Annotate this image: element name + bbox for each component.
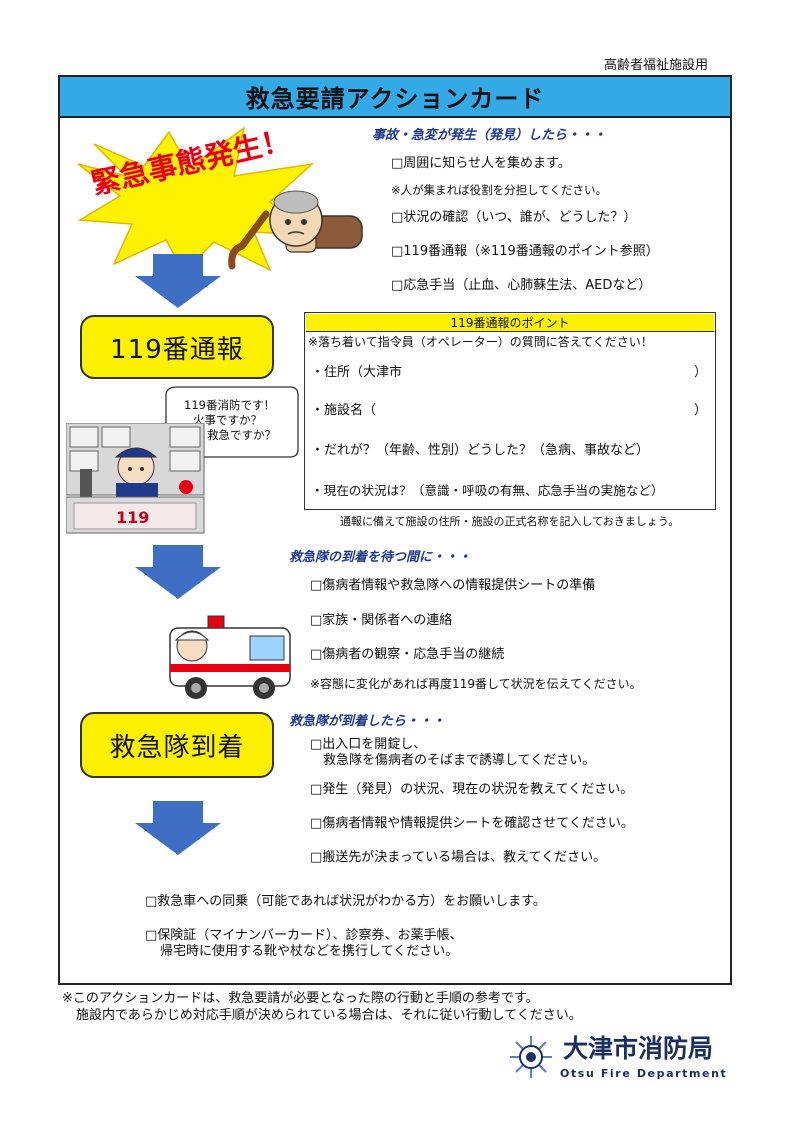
- footer-note-line2: 施設内であらかじめ対応手順が決められている場合は、それに従い行動してください。: [76, 1008, 582, 1023]
- bubble-line3: 救急ですか？: [207, 428, 276, 442]
- section3-item-situation: □発生（発見）の状況、現在の状況を教えてください。: [310, 782, 634, 797]
- call-points-heading-text: 119番通報のポイント: [450, 316, 570, 330]
- ambulance-icon: [169, 615, 291, 699]
- section1-item-firstaid: □応急手当（止血、心肺蘇生法、AEDなど）: [391, 278, 652, 293]
- call-points-heading: 119番通報のポイント: [306, 314, 714, 332]
- call-points-box: [304, 312, 716, 510]
- final-item-documents: □保険証（マイナンバーカード）、診察券、お薬手帳、: [145, 928, 463, 943]
- section3-item-confirm: □傷病者情報や情報提供シートを確認させてください。: [310, 816, 634, 831]
- section1-item-note: ※人が集まれば役割を分担してください。: [391, 183, 607, 197]
- section3-item-destination: □搬送先が決まっている場合は、教えてください。: [310, 850, 607, 865]
- section3-heading: 救急隊が到着したら・・・: [289, 714, 446, 729]
- emergency-burst-icon: [77, 126, 323, 274]
- section3-item-guide: 救急隊を傷病者のそばまで誘導してください。: [323, 753, 596, 768]
- call-point-facility: ・施設名（: [311, 403, 377, 418]
- fire-department-emblem-icon: [510, 1036, 552, 1078]
- call-119-label: 119番通報: [110, 334, 244, 365]
- dispatcher-console-icon: [66, 423, 205, 534]
- section2-item-note: ※容態に変化があれば再度119番して状況を伝えてください。: [310, 677, 642, 691]
- call-points-note: 通報に備えて施設の住所・施設の正式名称を記入しておきましょう。: [340, 515, 680, 528]
- call-point-status: ・現在の状況は？（意識・呼吸の有無、応急手当の実施など）: [311, 483, 664, 498]
- call-point-who: ・だれが？（年齢、性別）どうした？（急病、事故など）: [311, 443, 650, 458]
- final-item-ride: □救急車への同乗（可能であれば状況がわかる方）をお願いします。: [145, 894, 546, 909]
- fire-department-english-name: Otsu Fire Department: [560, 1067, 728, 1080]
- call-point-facility-close: ）: [694, 403, 708, 418]
- console-number: 119: [116, 508, 150, 527]
- bubble-line2: 火事ですか？: [193, 413, 262, 427]
- ambulance-arrival-step: 救急隊到着: [80, 712, 274, 778]
- card-title-bar: 救急要請アクションカード: [60, 77, 730, 118]
- call-119-step: 119番通報: [80, 315, 274, 379]
- ambulance-arrival-label: 救急隊到着: [109, 732, 245, 763]
- card-title: 救急要請アクションカード: [245, 85, 545, 113]
- section2-heading: 救急隊の到着を待つ間に・・・: [289, 550, 472, 565]
- call-points-intro: ※落ち着いて指令員（オペレーター）の質問に答えてください！: [308, 335, 653, 349]
- section2-item-sheet: □傷病者情報や救急隊への情報提供シートの準備: [310, 578, 596, 593]
- final-item-belongings: 帰宅時に使用する靴や杖などを携行してください。: [160, 944, 459, 959]
- down-arrow-icon: [135, 254, 221, 308]
- section2-item-observe: □傷病者の観察・応急手当の継続: [310, 647, 505, 662]
- footer-note-line1: ※このアクションカードは、救急要請が必要となった際の行動と手順の参考です。: [62, 991, 539, 1006]
- section1-item-call: □119番通報（※119番通報のポイント参照）: [391, 244, 659, 259]
- action-card-frame: [58, 75, 732, 985]
- facility-type-label: 高齢者福祉施設用: [604, 58, 709, 73]
- down-arrow-icon: [135, 801, 221, 855]
- call-point-address: ・住所（大津市: [311, 365, 403, 380]
- section2-item-contact: □家族・関係者への連絡: [310, 613, 453, 628]
- bubble-line1: 119番消防です！: [184, 398, 275, 412]
- section1-heading: 事故・急変が発生（発見）したら・・・: [372, 128, 607, 143]
- fire-department-name: 大津市消防局: [563, 1034, 714, 1063]
- call-point-address-close: ）: [694, 365, 708, 380]
- section1-item-check: □状況の確認（いつ、誰が、どうした？）: [391, 210, 637, 225]
- down-arrow-icon: [135, 545, 221, 599]
- fallen-elderly-person-icon: [228, 190, 363, 270]
- section3-item-unlock: □出入口を開錠し、: [310, 737, 427, 752]
- section1-item-gather: □周囲に知らせ人を集めます。: [391, 156, 571, 171]
